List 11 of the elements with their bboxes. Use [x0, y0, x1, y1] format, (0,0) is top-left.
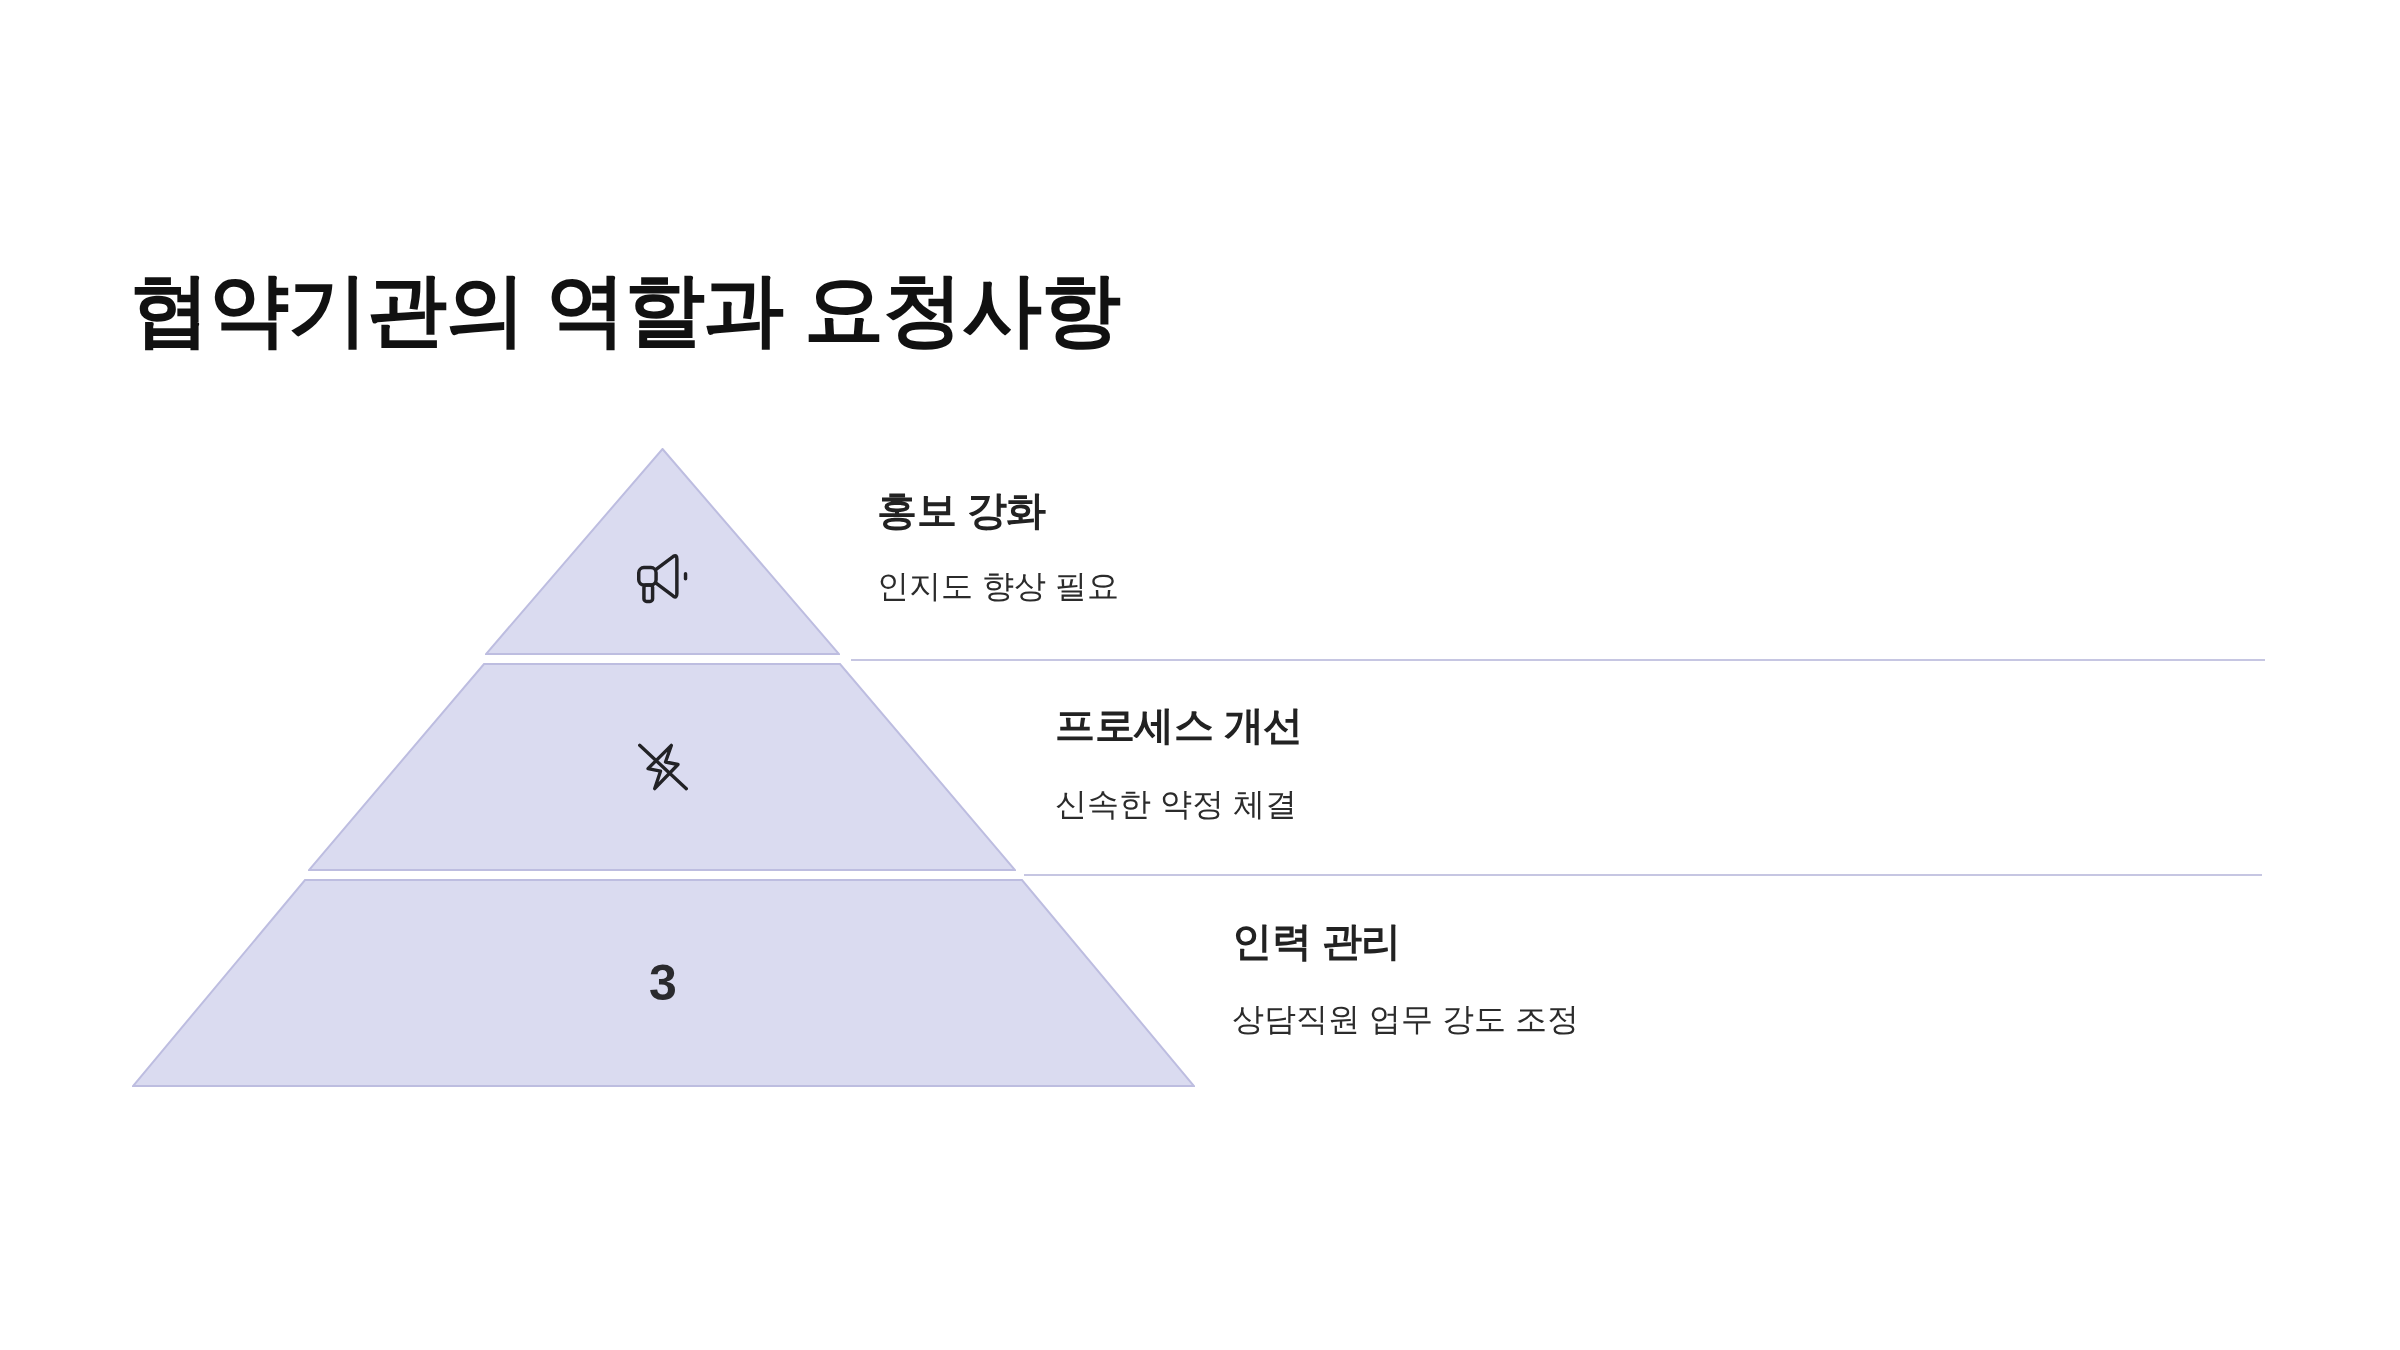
page-title: 협약기관의 역할과 요청사항: [130, 264, 1121, 356]
pyramid-tier-trapezoid: [308, 663, 1016, 871]
pyramid-top-triangle: [485, 448, 840, 655]
tier-heading: 인력 관리: [1232, 918, 1401, 965]
tier-description: 인지도 향상 필요: [877, 567, 1119, 606]
tier-description: 신속한 약정 체결: [1055, 785, 1297, 824]
tier-number: 3: [649, 955, 677, 1011]
tier-heading: 홍보 강화: [877, 487, 1046, 534]
tier-heading: 프로세스 개선: [1055, 702, 1303, 749]
pyramid-tier-trapezoid: [132, 879, 1195, 1087]
tier-description: 상담직원 업무 강도 조정: [1232, 1000, 1579, 1039]
